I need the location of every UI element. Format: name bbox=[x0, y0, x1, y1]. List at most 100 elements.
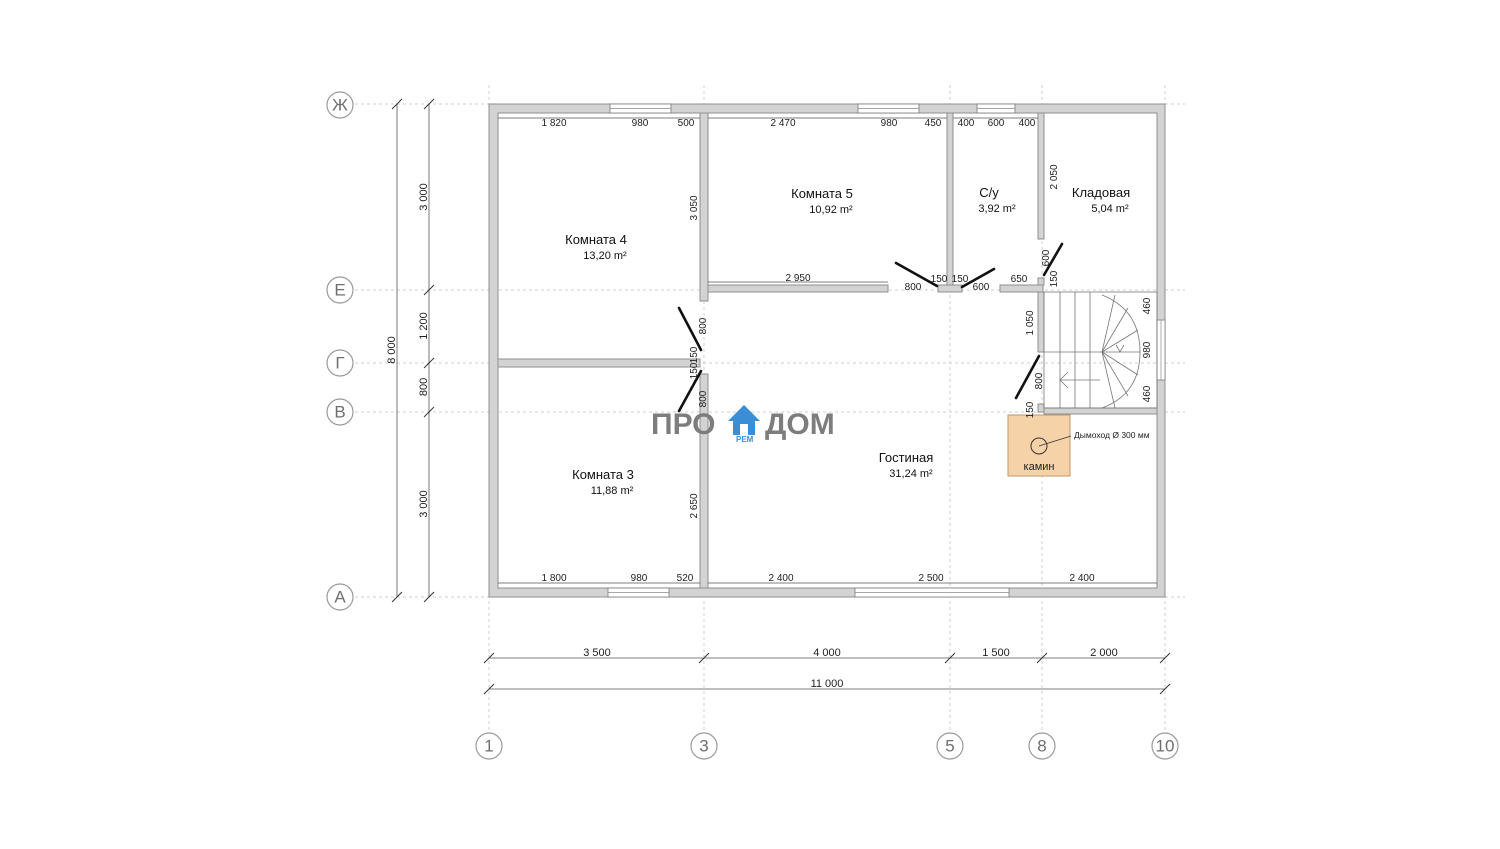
dim-vert-9: 150 bbox=[1049, 270, 1060, 287]
dim-top-5: 980 bbox=[881, 118, 898, 129]
interior-dimensions: 1 820 980 500 2 470 980 450 400 600 400 … bbox=[498, 117, 1157, 584]
stairs bbox=[1043, 291, 1158, 409]
room-4-name: Комната 4 bbox=[565, 232, 627, 247]
window-right-stair bbox=[1156, 319, 1166, 381]
dim-vert-12: 150 bbox=[1025, 401, 1036, 418]
storage-area: 5,04 m² bbox=[1091, 203, 1129, 215]
house-icon bbox=[728, 405, 760, 435]
dim-bottom-wall-1: 1 800 bbox=[541, 573, 566, 584]
axis-bubble-5: 5 bbox=[936, 732, 964, 760]
axis-bubble-10: 10 bbox=[1151, 732, 1179, 760]
axis-bubble-1: 1 bbox=[475, 732, 503, 760]
dim-bottom-wall-4: 2 400 bbox=[768, 573, 793, 584]
window-bottom-room3 bbox=[607, 587, 670, 598]
svg-text:3: 3 bbox=[699, 737, 708, 756]
dim-top-7: 400 bbox=[958, 118, 975, 129]
logo-text-sub: РЕМ bbox=[736, 435, 754, 444]
dim-bottom-3: 1 500 bbox=[982, 647, 1010, 659]
dim-left-1: 3 000 bbox=[418, 183, 430, 211]
fireplace-label: камин bbox=[1024, 461, 1055, 473]
window-top-bath bbox=[976, 103, 1016, 114]
room-3-name: Комната 3 bbox=[572, 467, 634, 482]
dim-vert-14: 980 bbox=[1142, 341, 1153, 358]
room-5-name: Комната 5 bbox=[791, 186, 853, 201]
dim-vert-2: 800 bbox=[698, 317, 709, 334]
bathroom-area: 3,92 m² bbox=[978, 203, 1016, 215]
dim-vert-6: 2 650 bbox=[689, 493, 700, 518]
window-top-room5 bbox=[857, 103, 920, 114]
svg-text:Ж: Ж bbox=[332, 96, 348, 115]
left-dimensions: 8 000 3 000 1 200 800 3 000 bbox=[386, 98, 435, 603]
dim-partition-6: 650 bbox=[1011, 274, 1028, 285]
axis-bubble-g: Г bbox=[326, 349, 354, 377]
dim-bottom-4: 2 000 bbox=[1090, 647, 1118, 659]
room-3-area: 11,88 m² bbox=[591, 485, 634, 497]
row-axis-bubbles: Ж Е Г В А bbox=[326, 91, 354, 611]
fireplace: камин Дымоход Ø 300 мм bbox=[1007, 414, 1150, 477]
dim-top-1: 1 820 bbox=[541, 118, 566, 129]
dim-vert-15: 460 bbox=[1142, 385, 1153, 402]
dim-bottom-wall-2: 980 bbox=[631, 573, 648, 584]
dim-partition-1: 2 950 bbox=[785, 273, 810, 284]
dim-vert-11: 800 bbox=[1034, 372, 1045, 389]
axis-bubble-a: А bbox=[326, 583, 354, 611]
svg-text:Г: Г bbox=[335, 354, 344, 373]
axis-bubble-8: 8 bbox=[1028, 732, 1056, 760]
dim-vert-4: 150 bbox=[689, 362, 700, 379]
logo-text-right: ДОМ bbox=[765, 408, 835, 441]
chimney-note: Дымоход Ø 300 мм bbox=[1074, 430, 1150, 440]
svg-text:5: 5 bbox=[945, 737, 954, 756]
interior-walls bbox=[497, 112, 1158, 589]
logo-text-left: ПРО bbox=[651, 408, 716, 441]
dim-bottom-2: 4 000 bbox=[813, 647, 841, 659]
living-room-name: Гостиная bbox=[879, 450, 934, 465]
storage-name: Кладовая bbox=[1072, 185, 1130, 200]
svg-text:10: 10 bbox=[1156, 737, 1175, 756]
dim-top-6: 450 bbox=[925, 118, 942, 129]
dim-left-total: 8 000 bbox=[386, 336, 398, 364]
dim-vert-8: 600 bbox=[1041, 249, 1052, 266]
watermark-logo: ПРО РЕМ ДОМ bbox=[651, 405, 835, 444]
axis-bubble-e: Е bbox=[326, 276, 354, 304]
dim-vert-13: 460 bbox=[1142, 297, 1153, 314]
dim-partition-2: 800 bbox=[905, 282, 922, 293]
dim-partition-5: 600 bbox=[973, 282, 990, 293]
dim-vert-7: 2 050 bbox=[1049, 164, 1060, 189]
dim-vert-3: 150 bbox=[689, 346, 700, 363]
room-labels: Комната 4 13,20 m² Комната 5 10,92 m² С/… bbox=[565, 185, 1130, 497]
axis-bubble-3: 3 bbox=[690, 732, 718, 760]
windows bbox=[607, 103, 1166, 598]
axis-bubble-v: В bbox=[326, 398, 354, 426]
dim-partition-4: 150 bbox=[952, 274, 969, 285]
dim-top-3: 500 bbox=[678, 118, 695, 129]
dim-vert-1: 3 050 bbox=[689, 195, 700, 220]
dim-bottom-total: 11 000 bbox=[811, 678, 844, 690]
doors bbox=[677, 242, 1064, 413]
window-bottom-living bbox=[854, 587, 1010, 598]
svg-text:В: В bbox=[334, 403, 345, 422]
svg-text:8: 8 bbox=[1037, 737, 1046, 756]
dim-left-3: 800 bbox=[418, 378, 430, 396]
svg-text:Е: Е bbox=[334, 281, 345, 300]
svg-text:1: 1 bbox=[484, 737, 493, 756]
dim-bottom-wall-6: 2 400 bbox=[1069, 573, 1094, 584]
bottom-dimensions: 3 500 4 000 1 500 2 000 11 000 bbox=[483, 647, 1171, 695]
dim-left-2: 1 200 bbox=[418, 312, 430, 340]
dim-top-9: 400 bbox=[1019, 118, 1036, 129]
bathroom-name: С/у bbox=[979, 185, 999, 200]
dim-bottom-wall-5: 2 500 bbox=[918, 573, 943, 584]
dim-top-8: 600 bbox=[988, 118, 1005, 129]
dim-vert-10: 1 050 bbox=[1025, 310, 1036, 335]
room-5-area: 10,92 m² bbox=[809, 204, 853, 216]
column-axis-bubbles: 1 3 5 8 10 bbox=[475, 732, 1179, 760]
dim-bottom-1: 3 500 bbox=[583, 647, 611, 659]
dim-top-4: 2 470 bbox=[770, 118, 795, 129]
window-top-room4 bbox=[609, 103, 672, 114]
dim-top-2: 980 bbox=[632, 118, 649, 129]
svg-text:А: А bbox=[334, 588, 346, 607]
dim-vert-5: 800 bbox=[698, 390, 709, 407]
axis-bubble-zh: Ж bbox=[326, 91, 354, 119]
living-room-area: 31,24 m² bbox=[889, 468, 933, 480]
room-4-area: 13,20 m² bbox=[583, 250, 627, 262]
